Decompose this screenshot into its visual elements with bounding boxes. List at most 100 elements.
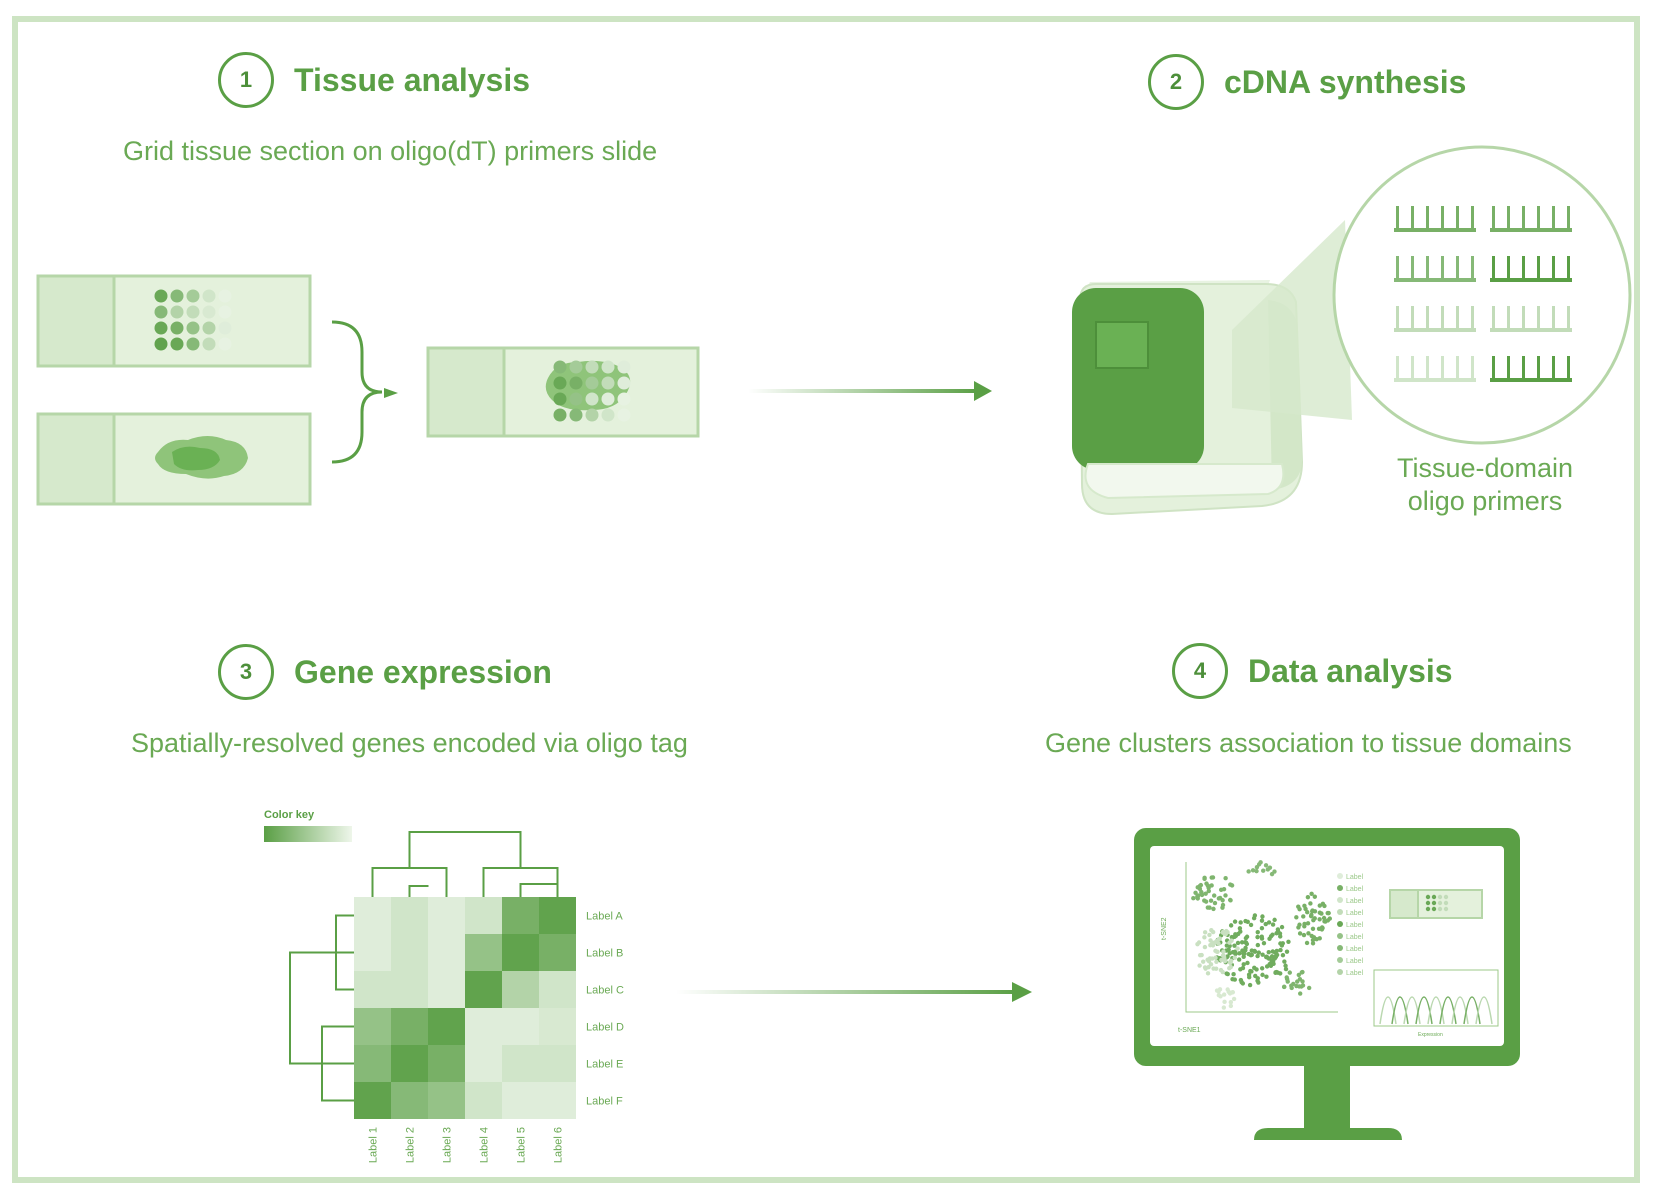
step-title: cDNA synthesis [1224, 63, 1467, 100]
grid-spot [170, 305, 184, 319]
legend-label: Label [1346, 934, 1364, 941]
tsne-point [1284, 975, 1289, 980]
tsne-point [1282, 959, 1287, 964]
oligo-primer [1490, 206, 1572, 232]
step-number-badge: 2 [1148, 54, 1204, 110]
oligo-primer [1394, 306, 1476, 332]
tsne-point [1200, 959, 1206, 964]
heatmap-cell [465, 1008, 502, 1045]
tsne-point [1264, 974, 1269, 979]
tsne-point [1210, 929, 1216, 935]
density-plot [1373, 969, 1499, 1027]
tsne-point [1261, 940, 1267, 946]
tsne-point [1320, 901, 1326, 906]
dendrogram-branch [408, 885, 429, 897]
step-number-badge: 3 [218, 644, 274, 700]
heatmap-cell [465, 1082, 502, 1119]
heatmap-cell [354, 934, 391, 971]
grid-spot [170, 321, 184, 335]
tsne-point [1203, 891, 1208, 896]
tsne-point [1246, 869, 1251, 874]
tsne-legend: LabelLabelLabelLabelLabelLabelLabelLabel… [1337, 873, 1364, 977]
density-curve [1427, 996, 1445, 1025]
tsne-point [1259, 934, 1264, 939]
tsne-point [1245, 919, 1250, 925]
tsne-point [1309, 891, 1314, 896]
tsne-point [1220, 902, 1226, 908]
tsne-point [1280, 952, 1286, 958]
tsne-point [1206, 888, 1211, 894]
arrow-step3-to-4 [676, 982, 1032, 1002]
tsne-point [1261, 868, 1266, 873]
heatmap-cell [502, 1045, 539, 1082]
grid-spot [202, 321, 216, 335]
tsne-point [1285, 979, 1290, 984]
grid-spot [617, 408, 631, 422]
caption-line: oligo primers [1407, 486, 1563, 516]
tsne-point [1259, 918, 1265, 923]
tsne-point [1278, 947, 1283, 953]
tsne-point [1297, 977, 1303, 982]
grid-spot [553, 408, 567, 422]
tsne-x-label: t-SNE1 [1178, 1027, 1201, 1034]
grid-spot [154, 337, 168, 351]
tsne-point [1202, 930, 1208, 935]
tsne-point [1319, 911, 1324, 916]
tsne-point [1199, 891, 1204, 896]
tsne-point [1213, 955, 1218, 960]
dendrogram-branch [519, 883, 558, 897]
tsne-point [1213, 966, 1219, 971]
tsne-point [1297, 931, 1303, 936]
grid-spot [569, 376, 583, 390]
tsne-point [1296, 904, 1301, 909]
tsne-point [1280, 941, 1286, 946]
heatmap-cell [428, 1082, 465, 1119]
tsne-point [1301, 914, 1306, 919]
tsne-point [1305, 921, 1311, 926]
tsne-point [1202, 875, 1207, 880]
heatmap-row-label: Label F [586, 1096, 623, 1108]
tsne-point [1197, 963, 1202, 968]
tsne-point [1248, 968, 1253, 974]
tsne-point [1204, 881, 1209, 886]
dendrogram-branch [482, 867, 559, 897]
tsne-point [1227, 991, 1233, 996]
grid-spot [170, 289, 184, 303]
tsne-point [1198, 882, 1204, 888]
tsne-point [1236, 957, 1242, 962]
tsne-point [1306, 985, 1312, 991]
grid-spot [218, 337, 232, 351]
tsne-point [1222, 999, 1227, 1005]
tsne-point [1221, 886, 1227, 892]
tsne-point [1268, 934, 1274, 939]
tsne-point [1275, 929, 1281, 934]
step-1-header: 1 Tissue analysis [218, 52, 530, 108]
oligo-primer [1490, 256, 1572, 282]
tsne-point [1323, 919, 1328, 924]
tsne-point [1254, 864, 1260, 870]
grid-spot [585, 360, 599, 374]
tsne-point [1212, 940, 1218, 945]
step-1-subtitle: Grid tissue section on oligo(dT) primers… [123, 136, 658, 166]
grid-spot [186, 337, 200, 351]
grid-spot [1431, 900, 1437, 906]
tsne-point [1253, 973, 1258, 979]
tsne-point [1252, 913, 1258, 918]
tsne-point [1317, 936, 1322, 941]
tsne-point [1281, 984, 1287, 990]
tsne-point [1259, 925, 1265, 931]
legend-marker [1337, 945, 1343, 951]
tsne-point [1287, 970, 1292, 975]
tsne-point [1310, 941, 1316, 946]
heatmap-cell [354, 1008, 391, 1045]
heatmap-col-label: Label 5 [516, 1127, 528, 1163]
tsne-point [1220, 898, 1225, 903]
legend-marker [1337, 921, 1343, 927]
oligo-primer [1490, 356, 1572, 382]
merge-bracket [331, 320, 383, 464]
grid-spot [202, 305, 216, 319]
density-curve [1475, 996, 1493, 1025]
tsne-point [1244, 941, 1250, 947]
tsne-point [1306, 931, 1311, 936]
